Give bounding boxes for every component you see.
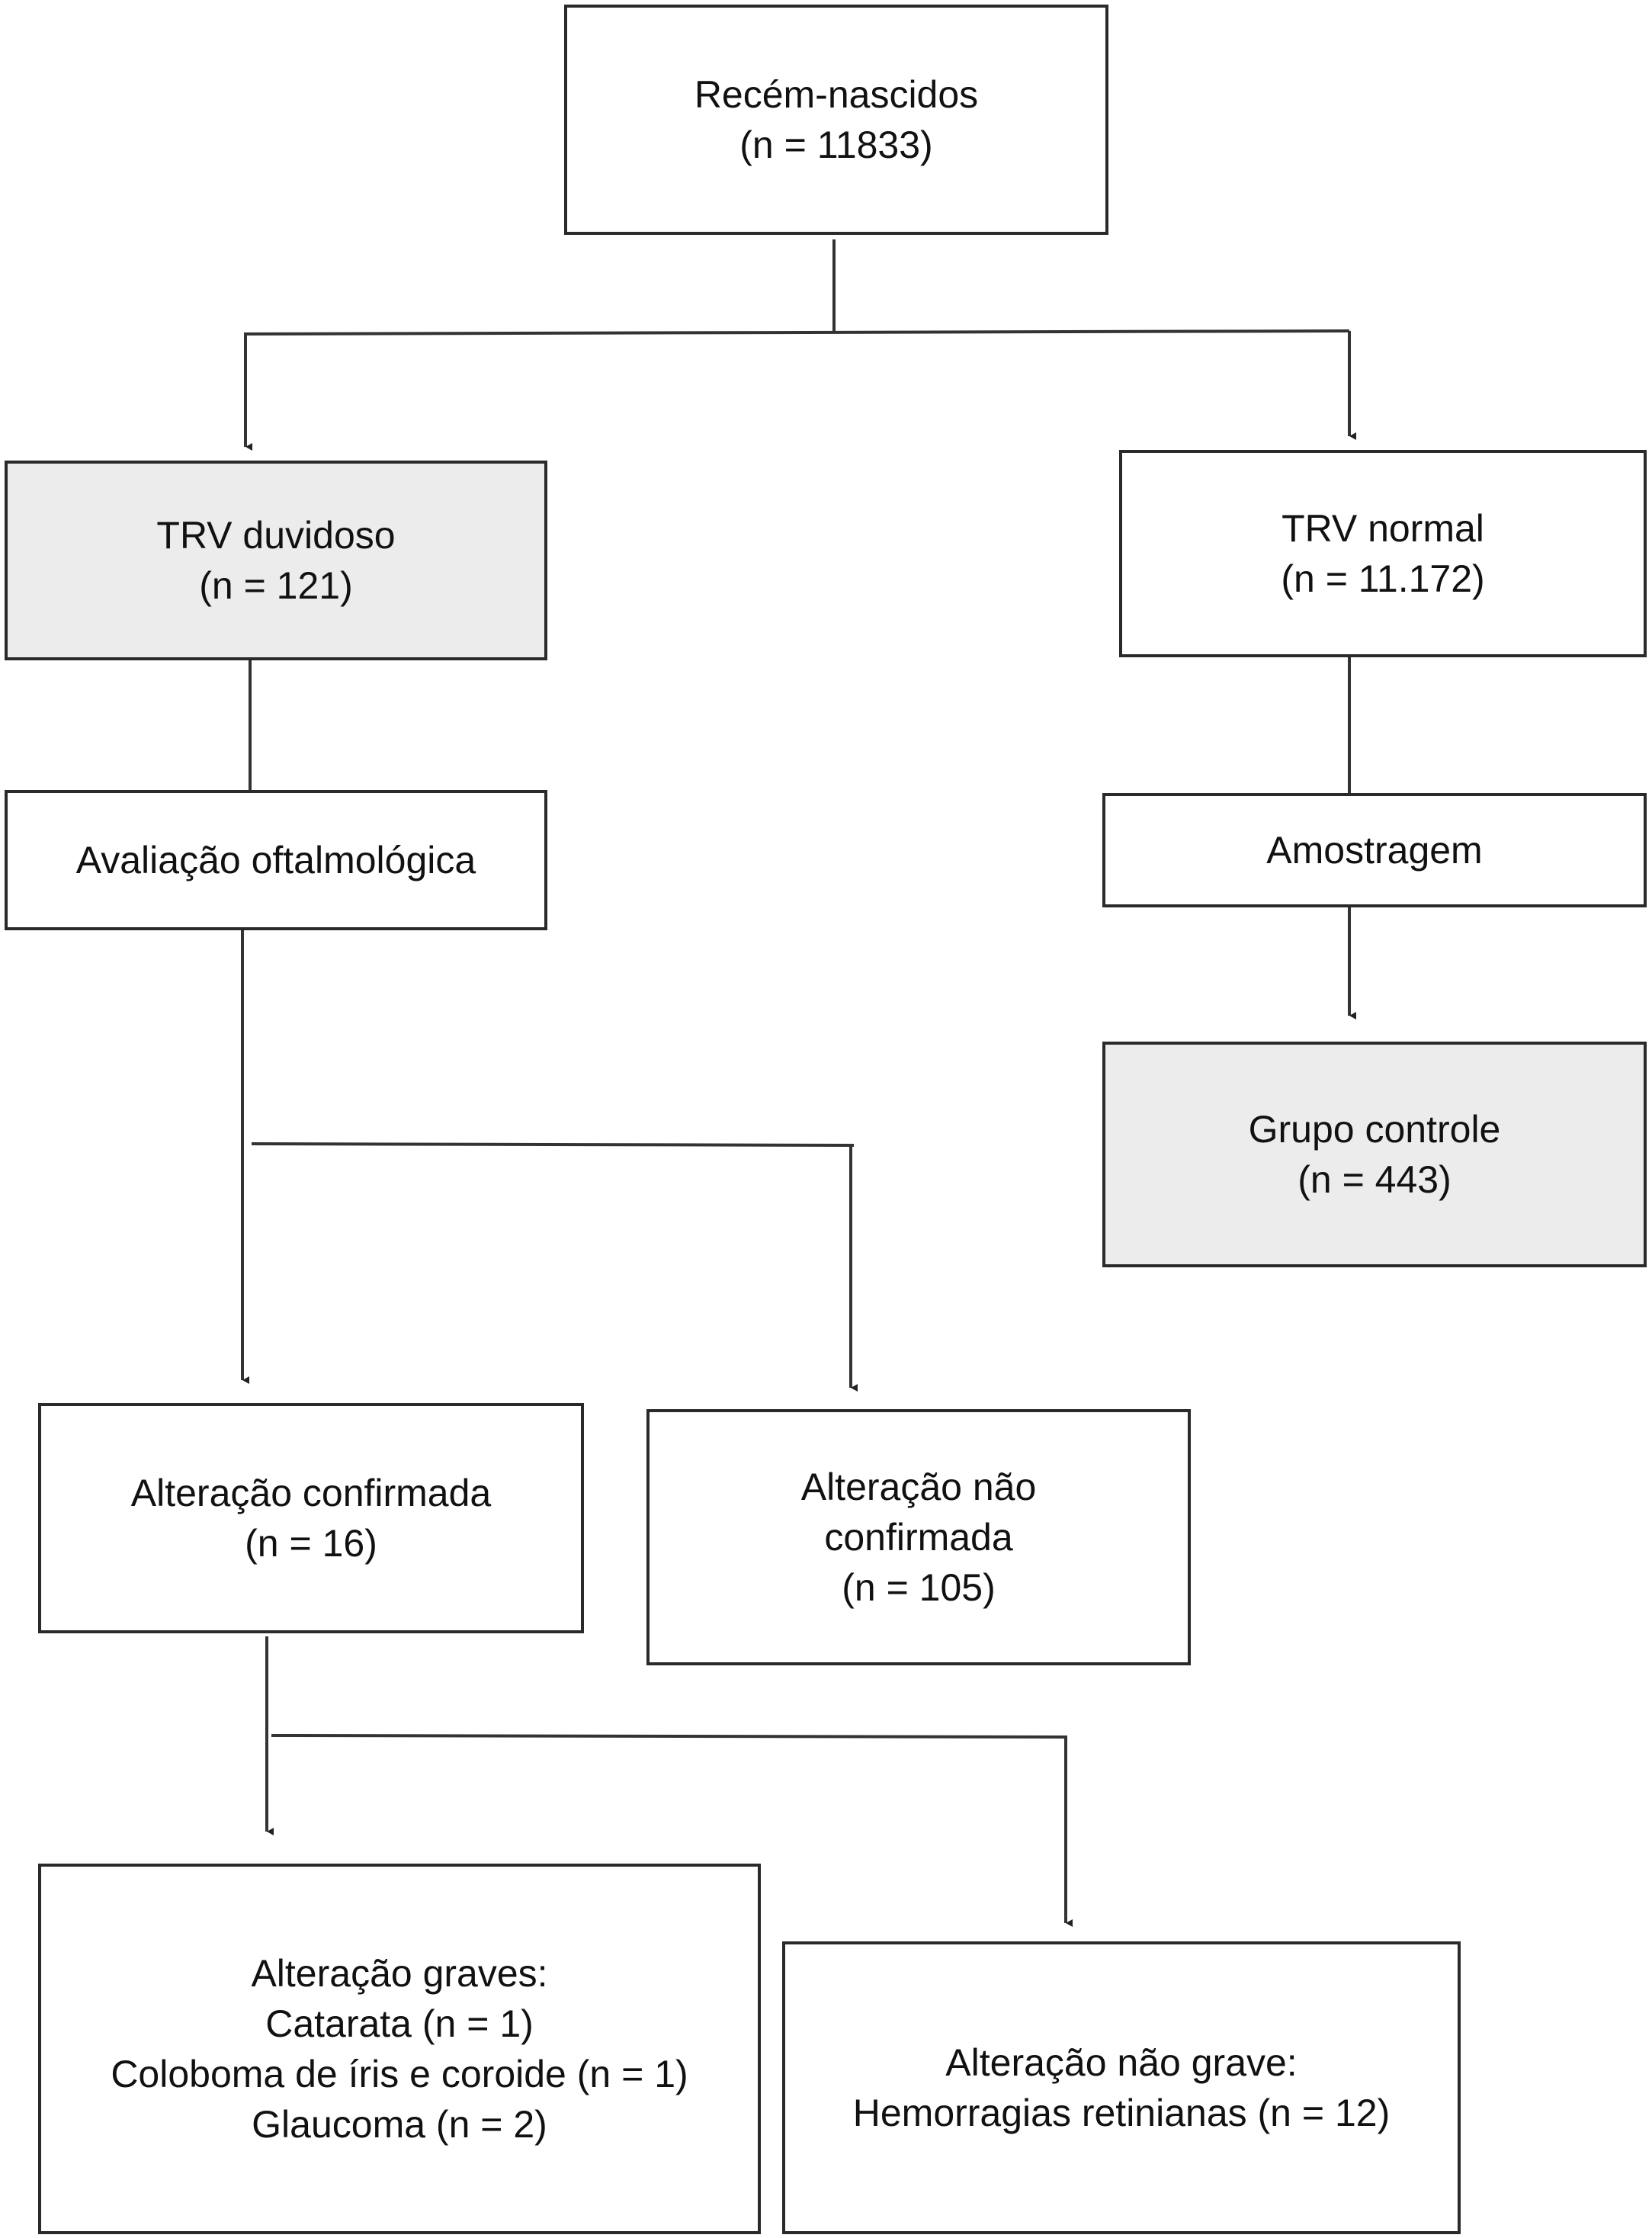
node-recem-nascidos-count: (n = 11833) xyxy=(739,124,933,166)
node-grupo-controle: Grupo controle (n = 443) xyxy=(1102,1042,1647,1267)
node-alteracao-nao-confirmada: Alteração não confirmada (n = 105) xyxy=(646,1409,1191,1665)
node-alteracao-graves-item-coloboma: Coloboma de íris e coroide (n = 1) xyxy=(111,2053,688,2095)
node-grupo-controle-title: Grupo controle xyxy=(1248,1108,1501,1151)
node-amostragem-title: Amostragem xyxy=(1266,829,1483,872)
node-alteracao-nao-confirmada-count: (n = 105) xyxy=(842,1566,996,1609)
connector-avaliacao-bar xyxy=(251,1142,855,1147)
node-alteracao-nao-grave-title: Alteração não grave: xyxy=(945,2041,1298,2084)
connector-root-bar xyxy=(243,329,1350,336)
node-alteracao-confirmada-title: Alteração confirmada xyxy=(130,1472,492,1514)
node-recem-nascidos: Recém-nascidos (n = 11833) xyxy=(564,5,1108,235)
node-alteracao-graves-title: Alteração graves: xyxy=(251,1952,548,1995)
node-trv-normal-count: (n = 11.172) xyxy=(1281,557,1485,600)
node-trv-duvidoso-count: (n = 121) xyxy=(199,564,353,607)
node-trv-duvidoso: TRV duvidoso (n = 121) xyxy=(5,461,547,660)
node-recem-nascidos-title: Recém-nascidos xyxy=(694,73,979,116)
node-trv-duvidoso-title: TRV duvidoso xyxy=(156,514,396,557)
node-alteracao-nao-confirmada-line1: Alteração não xyxy=(800,1466,1037,1508)
node-alteracao-nao-grave-item: Hemorragias retinianas (n = 12) xyxy=(852,2092,1391,2134)
node-alteracao-graves-item-glaucoma: Glaucoma (n = 2) xyxy=(252,2103,547,2146)
node-alteracao-nao-confirmada-line2: confirmada xyxy=(824,1516,1013,1559)
node-trv-normal-title: TRV normal xyxy=(1282,507,1484,550)
node-alteracao-confirmada: Alteração confirmada (n = 16) xyxy=(38,1403,584,1633)
node-trv-normal: TRV normal (n = 11.172) xyxy=(1119,450,1647,657)
connector-confirmada-bar xyxy=(271,1734,1068,1739)
node-alteracao-graves-item-catarata: Catarata (n = 1) xyxy=(265,2002,534,2045)
node-avaliacao-title: Avaliação oftalmológica xyxy=(75,839,476,881)
node-alteracao-graves: Alteração graves: Catarata (n = 1) Colob… xyxy=(38,1864,761,2234)
node-avaliacao-oftalmologica: Avaliação oftalmológica xyxy=(5,790,547,930)
node-alteracao-confirmada-count: (n = 16) xyxy=(245,1522,377,1565)
node-alteracao-nao-grave: Alteração não grave: Hemorragias retinia… xyxy=(782,1941,1461,2234)
node-grupo-controle-count: (n = 443) xyxy=(1298,1158,1452,1201)
node-amostragem: Amostragem xyxy=(1102,793,1647,907)
